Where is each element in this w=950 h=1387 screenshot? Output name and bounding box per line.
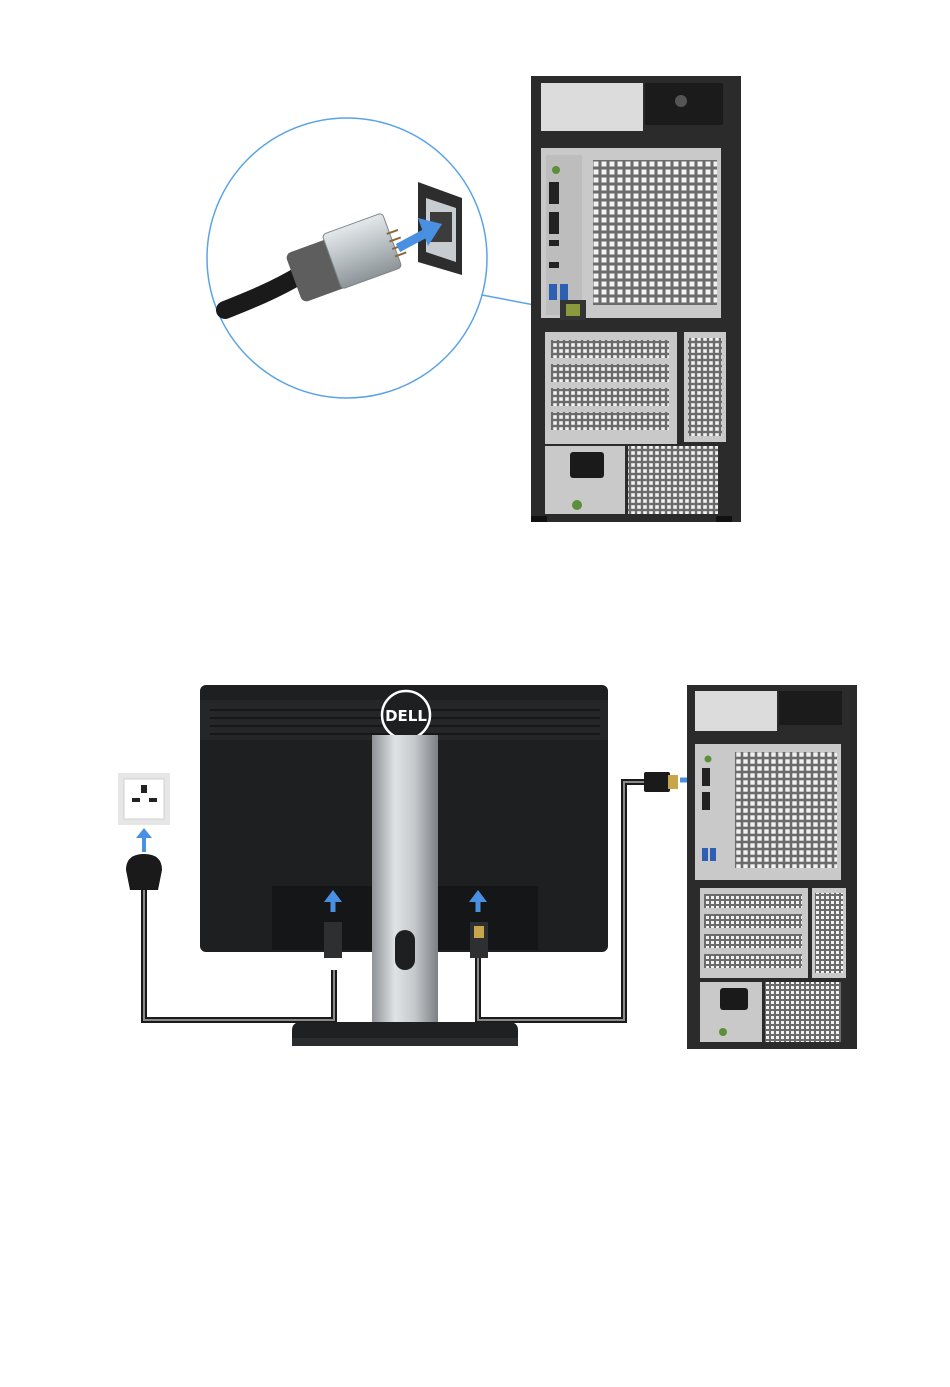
wall-outlet — [118, 773, 170, 825]
desktop-tower-rear-small — [687, 685, 857, 1049]
hdmi-plug-icon — [644, 772, 678, 792]
network-connection-figure — [0, 0, 950, 560]
desktop-tower-rear — [531, 76, 741, 522]
dell-logo-icon: DELL — [382, 691, 430, 739]
monitor-brand-logo: DELL — [385, 707, 427, 725]
blue-arrow-icon — [136, 828, 152, 852]
display-power-connection-figure: DELL — [0, 660, 950, 1080]
